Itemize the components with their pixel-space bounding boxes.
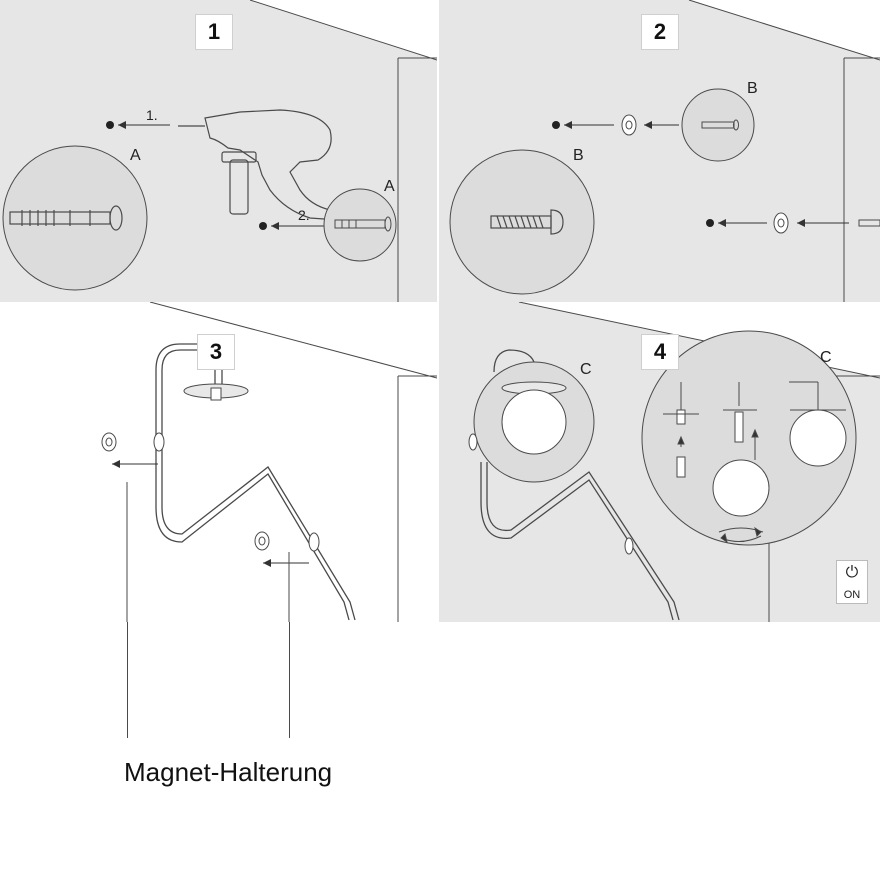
detail-circle-c bbox=[641, 330, 857, 546]
power-switch: ⏻ ON bbox=[836, 560, 868, 604]
globe-shade-icon bbox=[501, 389, 567, 455]
step-1-panel: 1 A A 1. 2. bbox=[0, 0, 438, 302]
magnet-washer-icon bbox=[621, 114, 637, 136]
detail-label: B bbox=[573, 147, 584, 164]
step-a-label: 1. bbox=[146, 107, 158, 123]
dowel-icon bbox=[334, 216, 392, 232]
leader-line bbox=[127, 622, 128, 738]
step-2-illustration bbox=[439, 0, 880, 302]
detail-circle-b-small bbox=[681, 88, 755, 162]
step-3-panel: 3 bbox=[0, 301, 438, 622]
detail-label: C bbox=[820, 349, 832, 366]
step-b-label: 2. bbox=[298, 207, 310, 223]
dowel-icon bbox=[9, 205, 123, 231]
leader-line bbox=[289, 622, 290, 738]
step-3-illustration bbox=[0, 301, 438, 622]
bulb-icon bbox=[676, 456, 686, 478]
bulb-icon bbox=[734, 411, 744, 443]
screw-icon bbox=[490, 209, 564, 235]
step-number: 1 bbox=[195, 14, 233, 50]
step-4-panel: 4 C C bbox=[439, 301, 880, 622]
step-number: 4 bbox=[641, 334, 679, 370]
magnet-washer-icon bbox=[773, 212, 789, 234]
magnet-bracket-caption: Magnet-Halterung bbox=[124, 757, 333, 787]
power-icon: ⏻ bbox=[845, 564, 859, 581]
step-1-illustration bbox=[0, 0, 438, 302]
step-number: 2 bbox=[641, 14, 679, 50]
detail-circle-b bbox=[449, 149, 595, 295]
detail-label: A bbox=[384, 178, 395, 195]
detail-label: C bbox=[580, 361, 592, 378]
magnet-icon bbox=[254, 531, 270, 551]
magnet-icon bbox=[101, 432, 117, 452]
step-2-panel: 2 B B bbox=[439, 0, 880, 302]
step-number: 3 bbox=[197, 334, 235, 370]
detail-circle-a bbox=[2, 145, 148, 291]
switch-label: ON bbox=[843, 589, 861, 601]
drill-icon bbox=[178, 109, 341, 221]
detail-label: A bbox=[130, 147, 141, 164]
drill-hole bbox=[259, 222, 267, 230]
drill-hole bbox=[106, 121, 114, 129]
detail-circle-a-small bbox=[323, 188, 397, 262]
detail-label: B bbox=[747, 80, 758, 97]
